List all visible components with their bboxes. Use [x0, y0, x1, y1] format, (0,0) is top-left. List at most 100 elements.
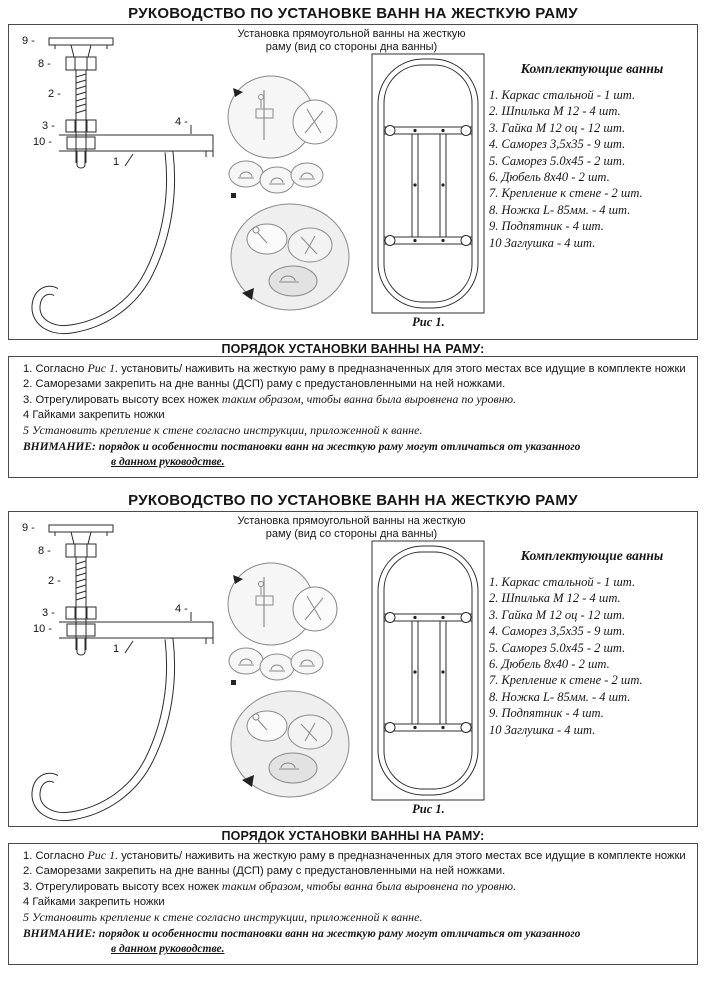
part-item: 3. Гайка М 12 оц - 12 шт. [489, 607, 626, 622]
tub-wall-outline [31, 638, 176, 822]
step-1-text: 1. Согласно [23, 850, 88, 862]
step-5: 5 Установить крепление к стене согласно … [23, 423, 423, 438]
callout-9: 9 - [22, 35, 35, 47]
foot-plate-shape [48, 524, 114, 533]
subtitle-line1: Установка прямоугольной ванны на жесткую [237, 28, 466, 40]
callout-1-leader [124, 153, 134, 167]
figure-subtitle: Установка прямоугольной ванны на жесткую… [179, 28, 524, 54]
middle-nut-shape [65, 119, 97, 133]
part-item: 8. Ножка L- 85мм. - 4 шт. [489, 689, 631, 704]
part-item: 6. Дюбель 8х40 - 2 шт. [489, 170, 610, 185]
figure-border [371, 53, 485, 314]
attention-line1: ВНИМАНИЕ: порядок и особенности постанов… [23, 928, 581, 941]
step-5: 5 Установить крепление к стене согласно … [23, 910, 423, 925]
manual-page-2: РУКОВОДСТВО ПО УСТАНОВКЕ ВАНН НА ЖЕСТКУЮ… [0, 487, 706, 974]
subtitle-line2: раму (вид со стороны дна ванны) [265, 41, 438, 53]
tub-inner-rim [383, 64, 473, 303]
frame-leg-mount [384, 125, 396, 136]
installation-figure: 9 - 8 - 2 - 3 - 10 - 4 - 1 [22, 35, 485, 335]
frame-leg-mount [460, 722, 472, 733]
callout-8: 8 - [38, 545, 51, 557]
step-1-text-cont: установить/ наживить на жесткую раму в п… [118, 363, 686, 375]
figure-caption: Рис 1. [412, 802, 445, 816]
parts-list: Комплектующие ванны 1. Каркас стальной -… [489, 548, 695, 738]
order-heading: ПОРЯДОК УСТАНОВКИ ВАННЫ НА РАМУ: [221, 829, 485, 843]
part-item: 4. Саморез 3,5х35 - 9 шт. [489, 137, 626, 152]
tub-inner-rim [383, 551, 473, 790]
middle-nut-shape [65, 606, 97, 620]
step-3-text-italic: таким образом, чтобы ванна была выровнен… [221, 879, 517, 894]
part-item: 2. Шпилька М 12 - 4 шт. [489, 104, 621, 119]
step-1: 1. Согласно Рис 1. установить/ наживить … [23, 848, 687, 864]
leg-assembly-drawing [31, 37, 214, 335]
parts-list: Комплектующие ванны 1. Каркас стальной -… [489, 61, 695, 251]
callout-2: 2 - [48, 575, 61, 587]
upper-nut-shape [65, 56, 97, 71]
step-3-text-italic: таким образом, чтобы ванна была выровнен… [221, 392, 517, 407]
step-1: 1. Согласно Рис 1. установить/ наживить … [23, 361, 687, 377]
upper-nut-shape [65, 543, 97, 558]
detail-inset-top [227, 562, 338, 685]
callout-1: 1 [113, 156, 119, 168]
tub-outer-rim [377, 545, 479, 796]
part-item: 6. Дюбель 8х40 - 2 шт. [489, 657, 610, 672]
callout-4: 4 - [175, 603, 188, 615]
callout-9: 9 - [22, 522, 35, 534]
part-item: 7. Крепление к стене - 2 шт. [489, 673, 643, 688]
step-1-figure-ref: Рис 1. [87, 361, 119, 375]
frame-leg-mount [384, 612, 396, 623]
callout-3: 3 - [42, 607, 55, 619]
leg-assembly-drawing [31, 524, 214, 822]
subtitle-line2: раму (вид со стороны дна ванны) [265, 528, 438, 540]
figure-panel: 9 - 8 - 2 - 3 - 10 - 4 - 1 [8, 511, 698, 827]
step-3-text: 3. Отрегулировать высоту всех ножек [23, 881, 222, 894]
parts-heading: Комплектующие ванны [520, 548, 664, 563]
attention-line2: в данном руководстве. [111, 456, 225, 469]
part-item: 5. Саморез 5.0х45 - 2 шт. [489, 640, 626, 655]
callout-1-leader [124, 640, 134, 654]
part-item: 2. Шпилька М 12 - 4 шт. [489, 591, 621, 606]
frame-leg-mount [460, 235, 472, 246]
part-item: 9. Подпятник - 4 шт. [489, 219, 604, 234]
pointer-wedge-icon [233, 88, 243, 97]
lower-nut-shape [66, 623, 96, 637]
attention-note: ВНИМАНИЕ: порядок и особенности постанов… [23, 440, 687, 470]
callout-10: 10 - [33, 623, 52, 635]
steps-panel: 1. Согласно Рис 1. установить/ наживить … [8, 843, 698, 965]
parts-heading: Комплектующие ванны [520, 61, 664, 76]
attention-note: ВНИМАНИЕ: порядок и особенности постанов… [23, 927, 687, 957]
part-item: 4. Саморез 3,5х35 - 9 шт. [489, 624, 626, 639]
figure-border [371, 540, 485, 801]
part-item: 10 Заглушка - 4 шт. [489, 235, 596, 250]
tub-outer-rim [377, 58, 479, 309]
bathtub-frame-drawing [371, 540, 485, 801]
foot-collar-shape [70, 531, 92, 545]
figure-subtitle: Установка прямоугольной ванны на жесткую… [179, 515, 524, 541]
pointer-wedge-icon [233, 575, 243, 584]
callout-2: 2 - [48, 88, 61, 100]
detail-inset-bottom [230, 203, 350, 311]
detail-inset-bottom [230, 690, 350, 798]
callout-8: 8 - [38, 58, 51, 70]
bathtub-frame-drawing [371, 53, 485, 314]
callout-1: 1 [113, 643, 119, 655]
figure-panel: 9 - 8 - 2 - 3 - 10 - 4 - 1 [8, 24, 698, 340]
callout-3: 3 - [42, 120, 55, 132]
frame-leg-mount [460, 612, 472, 623]
lower-nut-shape [66, 136, 96, 150]
frame-leg-mount [384, 235, 396, 246]
step-3: 3. Отрегулировать высоту всех ножек таки… [23, 879, 687, 895]
part-item: 5. Саморез 5.0х45 - 2 шт. [489, 153, 626, 168]
step-1-figure-ref: Рис 1. [87, 848, 119, 862]
part-item: 1. Каркас стальной - 1 шт. [489, 88, 636, 102]
step-4: 4 Гайками закрепить ножки [23, 896, 165, 909]
pointer-wedge-icon [242, 288, 254, 300]
detail-inset-top [227, 75, 338, 198]
steps-panel: 1. Согласно Рис 1. установить/ наживить … [8, 356, 698, 478]
part-item: 8. Ножка L- 85мм. - 4 шт. [489, 202, 631, 217]
part-item: 3. Гайка М 12 оц - 12 шт. [489, 120, 626, 135]
order-heading: ПОРЯДОК УСТАНОВКИ ВАННЫ НА РАМУ: [221, 342, 485, 356]
foot-plate-shape [48, 37, 114, 46]
callout-10: 10 - [33, 136, 52, 148]
